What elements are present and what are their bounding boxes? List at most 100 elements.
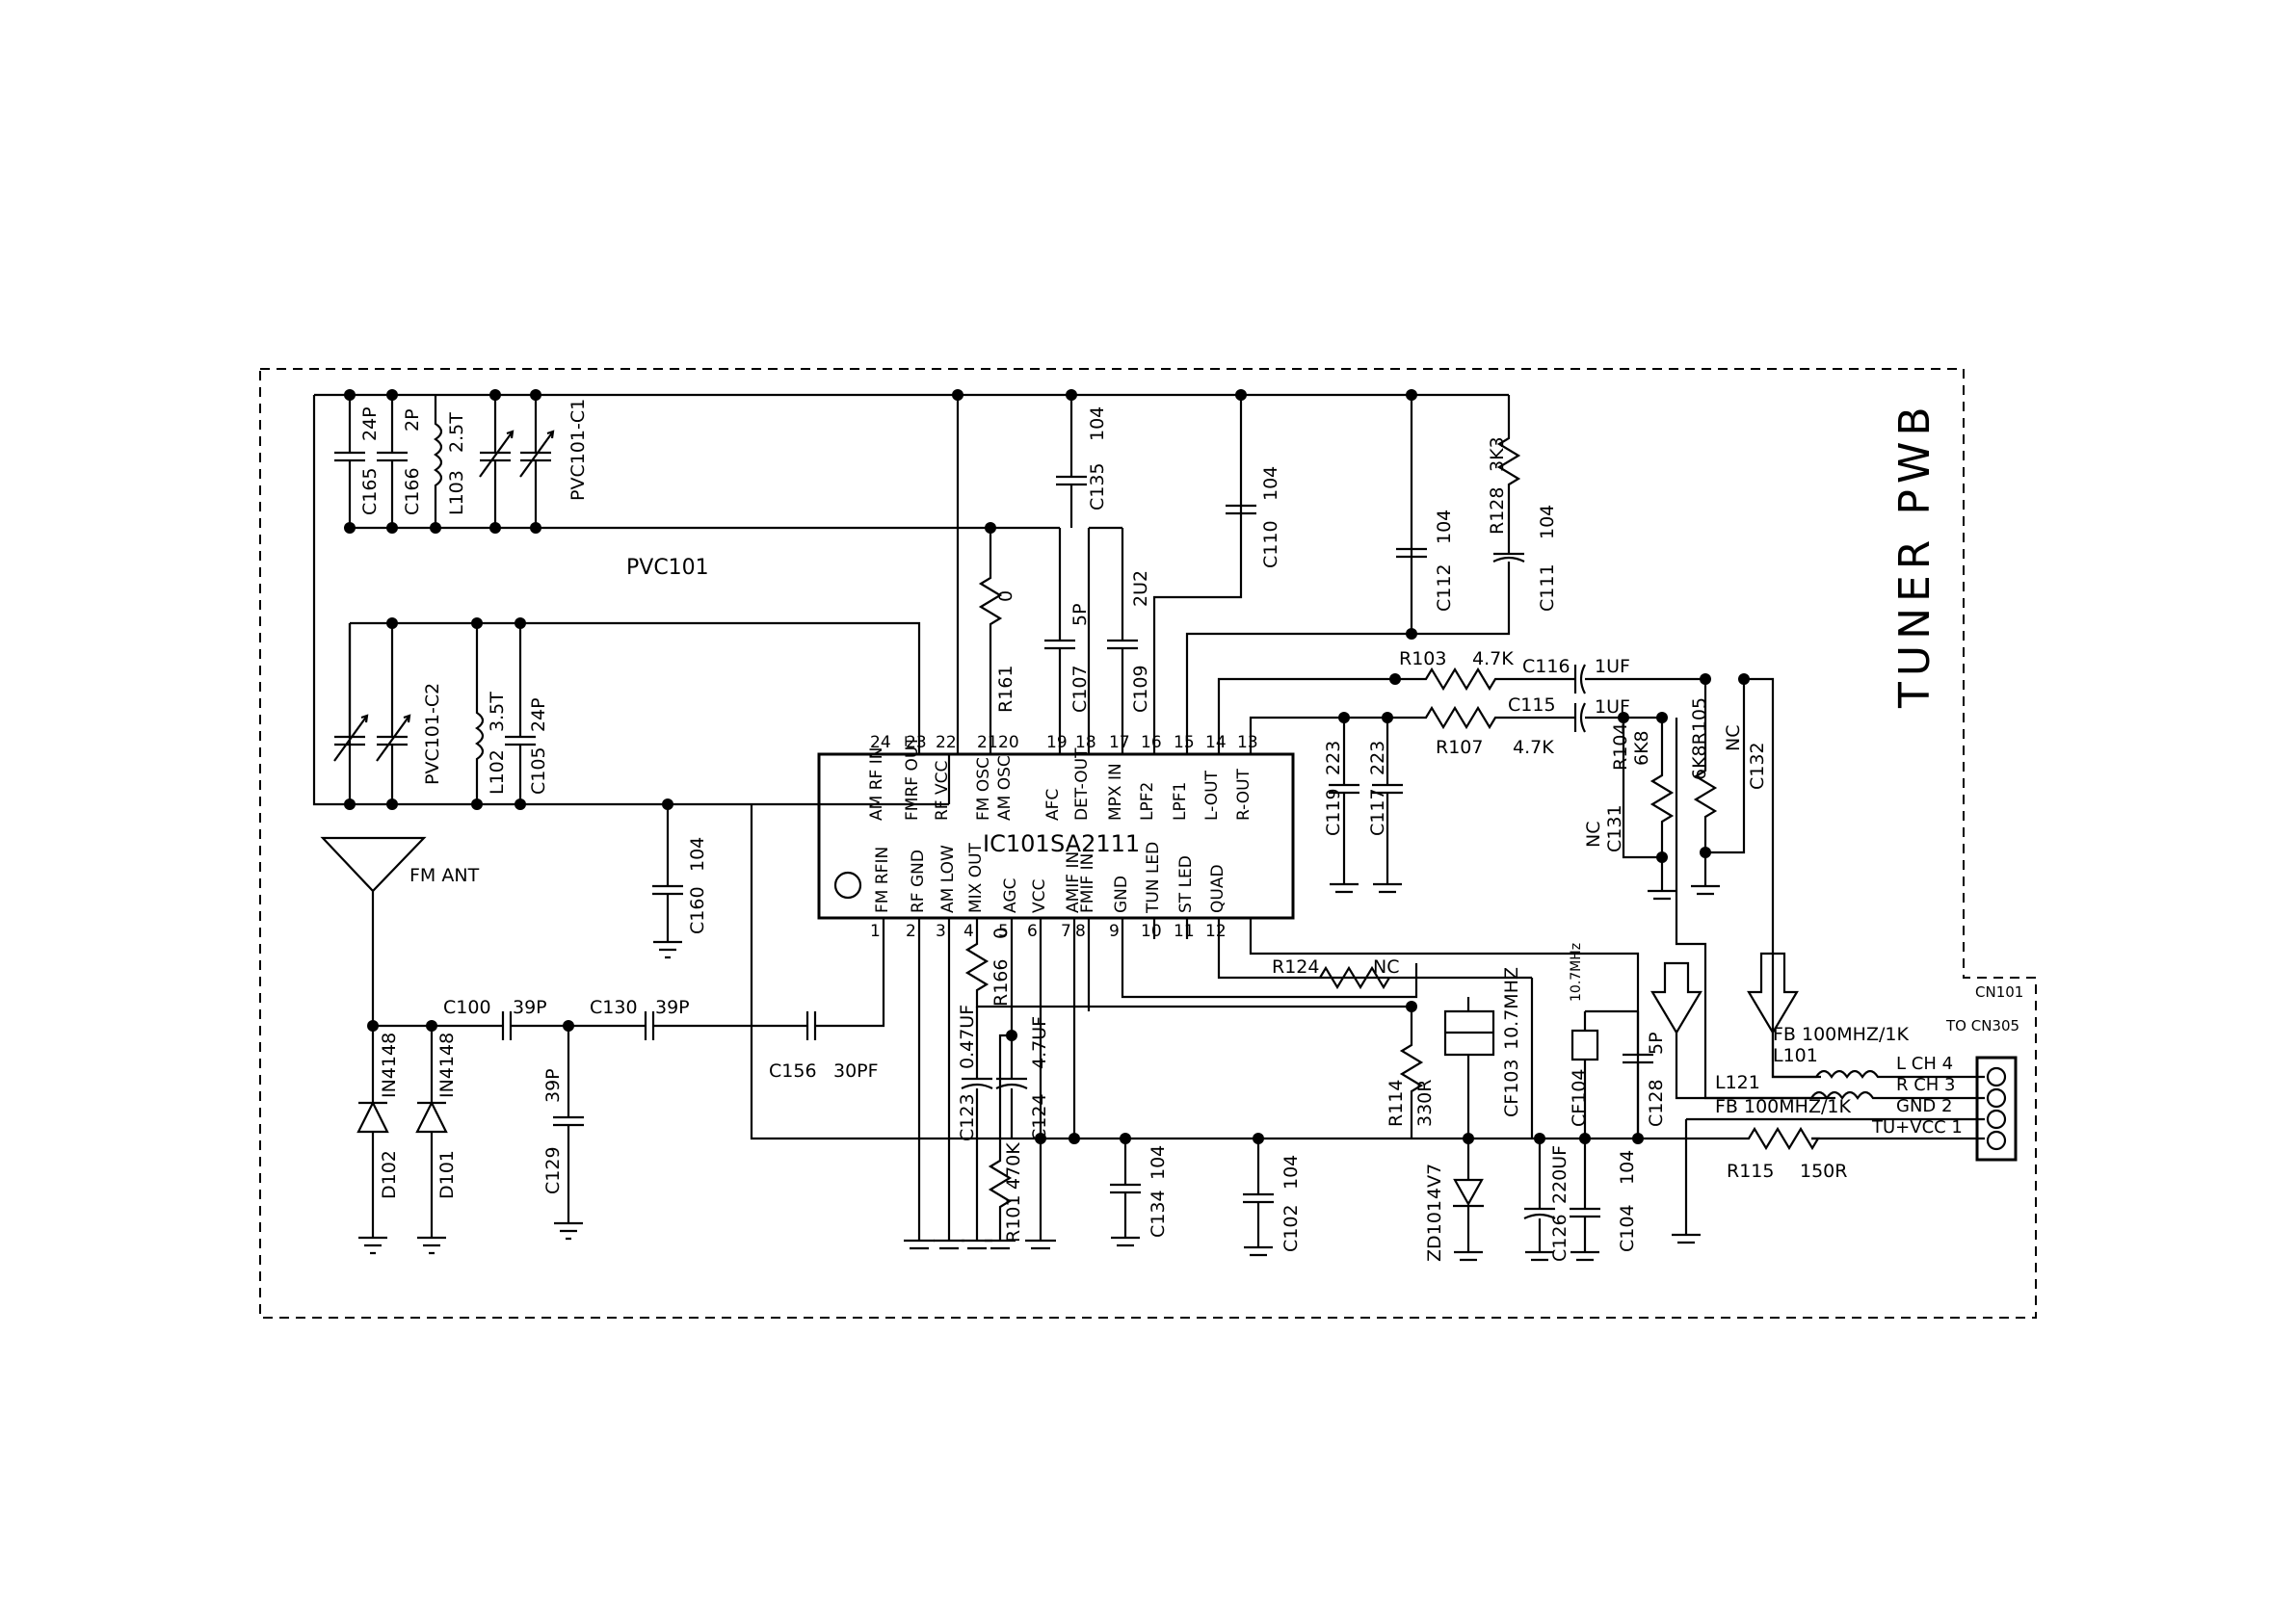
- l103-inductor: [434, 395, 443, 528]
- c104-label: C104: [1617, 1204, 1638, 1252]
- c135-value: 104: [1087, 406, 1108, 441]
- pin-l-ch: L CH 4: [1896, 1054, 1953, 1074]
- ic-pin-name: GND: [1112, 876, 1131, 913]
- ic-pin-name: MPX IN: [1106, 763, 1125, 821]
- r107-label: R107: [1436, 737, 1483, 758]
- c123-value: 0.47UF: [957, 1005, 978, 1069]
- ic-pin-number: 3: [936, 922, 946, 941]
- c166-label: C166: [402, 467, 423, 515]
- fb1-label: FB 100MHZ/1K: [1773, 1024, 1909, 1045]
- l102-label: L102: [487, 749, 508, 795]
- c132-label: C132: [1747, 742, 1768, 790]
- d102-part: IN4148: [379, 1033, 400, 1098]
- c130-value: 39P: [655, 997, 690, 1018]
- c129-label: C129: [542, 1146, 564, 1194]
- cn101-label: CN101: [1975, 983, 2023, 1001]
- fm-antenna-label: FM ANT: [409, 865, 480, 886]
- c107-value: 5P: [1069, 603, 1091, 626]
- c166-value: 2P: [402, 408, 423, 432]
- ic-pin-name: AM RF IN: [867, 747, 886, 821]
- d102-diode: [356, 1026, 389, 1255]
- ic-pin-name: AFC: [1043, 789, 1063, 821]
- r115-label: R115: [1727, 1161, 1774, 1182]
- ic-pin-name: MIX OUT: [966, 842, 986, 913]
- ic-pin-number: 14: [1205, 733, 1227, 752]
- c105-value: 24P: [528, 697, 549, 732]
- r161-value: 0: [995, 590, 1016, 602]
- ic-pin-name: L-OUT: [1202, 770, 1222, 821]
- c130-label: C130: [590, 997, 638, 1018]
- c126-label: C126: [1549, 1214, 1570, 1262]
- r107-value: 4.7K: [1513, 737, 1554, 758]
- c123-label: C123: [957, 1093, 978, 1141]
- ic-pin-name: FMRF OUT: [903, 736, 922, 821]
- c128-value: 5P: [1646, 1032, 1667, 1055]
- ic-pin-name: AGC: [1001, 878, 1020, 913]
- ic-pin-name: AM LOW: [938, 845, 958, 913]
- ic-pin-number: 7: [1061, 922, 1071, 941]
- ic-pin-name: QUAD: [1208, 864, 1227, 913]
- pvc101-label: PVC101: [626, 556, 709, 580]
- r166-value: 0: [990, 928, 1012, 939]
- c100-label: C100: [443, 997, 491, 1018]
- r115-value: 150R: [1800, 1161, 1847, 1182]
- ic-pin-number: 18: [1075, 733, 1096, 752]
- ic-pin-number: 23: [906, 733, 927, 752]
- zd101-label: ZD101: [1424, 1200, 1445, 1262]
- ic-pin-number: 16: [1141, 733, 1162, 752]
- pvc101-c1-variable-capacitor: [479, 395, 555, 528]
- pvc101-c2-label: PVC101-C2: [422, 683, 443, 785]
- junction-dots-2: [344, 617, 673, 810]
- c134-value: 104: [1148, 1145, 1169, 1180]
- c135-label: C135: [1087, 462, 1108, 510]
- r128-label: R128: [1487, 487, 1508, 535]
- r103-value: 4.7K: [1472, 648, 1514, 669]
- ic-pin-name: LPF1: [1171, 782, 1190, 821]
- c115-label: C115: [1508, 694, 1556, 716]
- ic-pin-name: TUN LED: [1144, 842, 1163, 914]
- c105-capacitor: [505, 623, 536, 804]
- ic-pin-number: 20: [998, 733, 1019, 752]
- c128-label: C128: [1646, 1079, 1667, 1127]
- c112-label: C112: [1434, 563, 1455, 612]
- c111-value: 104: [1537, 505, 1558, 539]
- ic-pin-number: 10: [1141, 922, 1162, 941]
- ic101: IC101 SA2111: [817, 752, 1295, 920]
- cf103-value: 10.7MHZ: [1501, 967, 1522, 1050]
- c160-label: C160: [687, 886, 708, 934]
- ic-pin-name: VCC: [1030, 879, 1049, 913]
- ic-pin-number: 2: [906, 922, 916, 941]
- d101-part: IN4148: [436, 1033, 458, 1098]
- r114-label: R114: [1386, 1080, 1407, 1127]
- ic-pin-name: LPF2: [1138, 782, 1157, 821]
- ic-pin-number: 11: [1174, 922, 1195, 941]
- r124-value: NC: [1373, 956, 1399, 978]
- ic-pin-number: 22: [936, 733, 957, 752]
- ic-pin-number: 5: [998, 922, 1009, 941]
- c109-label: C109: [1130, 665, 1151, 713]
- r103-label: R103: [1399, 648, 1446, 669]
- d102-label: D102: [379, 1150, 400, 1199]
- c117-label: C117: [1367, 788, 1388, 836]
- board-title: TUNER PWB: [1890, 401, 1940, 709]
- ic-pin-number: 9: [1109, 922, 1120, 941]
- c116-label: C116: [1522, 656, 1570, 677]
- ic-pin-name: FM OSC: [974, 757, 993, 821]
- c116-value: 1UF: [1595, 656, 1630, 677]
- ic-pin-name: R-OUT: [1234, 768, 1254, 821]
- l103-label: L103: [446, 470, 467, 515]
- r128-value: 3K3: [1487, 436, 1508, 472]
- r124-label: R124: [1272, 956, 1319, 978]
- ic-pin-number: 24: [870, 733, 891, 752]
- c166-capacitor: [377, 395, 408, 528]
- c165-label: C165: [359, 467, 381, 515]
- ic-pin-number: 8: [1075, 922, 1086, 941]
- l103-value: 2.5T: [446, 412, 467, 453]
- pin-r-ch: R CH 3: [1896, 1075, 1956, 1095]
- c102-value: 104: [1280, 1155, 1302, 1190]
- r101-label: R101: [1003, 1195, 1024, 1243]
- ic-pin-name: FMIF IN: [1078, 853, 1097, 913]
- ic-ref: IC101: [983, 830, 1050, 857]
